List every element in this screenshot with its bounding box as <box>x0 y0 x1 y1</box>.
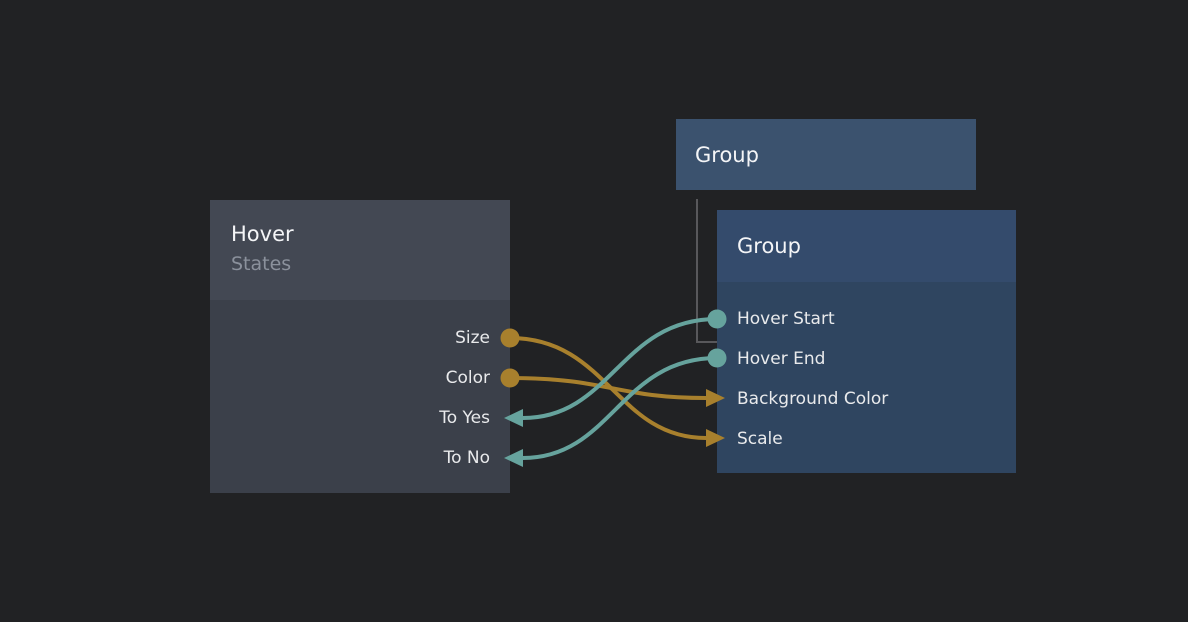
port-color-label: Color <box>445 368 490 388</box>
node-hover-subtitle: States <box>231 253 292 275</box>
node-hover[interactable]: Hover States Size Color To Yes To No <box>210 200 510 493</box>
port-background-color-label: Background Color <box>737 389 889 409</box>
port-hover-end-dot[interactable] <box>707 348 727 368</box>
port-hover-start[interactable]: Hover Start <box>717 299 1016 339</box>
node-group-main[interactable]: Group Hover Start Hover End Background C… <box>717 210 1016 473</box>
port-to-no-label: To No <box>443 448 490 468</box>
node-hover-title: Hover <box>231 222 294 246</box>
port-scale[interactable]: Scale <box>717 419 1016 459</box>
node-group-main-body: Hover Start Hover End Background Color S… <box>717 282 1016 473</box>
node-hover-body: Size Color To Yes To No <box>210 300 510 493</box>
port-background-color-arrow-icon[interactable] <box>706 389 725 407</box>
node-group-top-title: Group <box>695 142 759 167</box>
port-to-yes[interactable]: To Yes <box>210 398 510 438</box>
node-hover-header[interactable]: Hover States <box>210 200 510 300</box>
node-group-top[interactable]: Group <box>676 119 976 190</box>
port-hover-end[interactable]: Hover End <box>717 339 1016 379</box>
port-to-no-arrow-icon[interactable] <box>504 449 523 467</box>
port-size-dot[interactable] <box>500 328 520 348</box>
node-group-main-header[interactable]: Group <box>717 210 1016 282</box>
port-color-dot[interactable] <box>500 368 520 388</box>
port-scale-label: Scale <box>737 429 783 449</box>
port-color[interactable]: Color <box>210 358 510 398</box>
wire-hover-end-to-to-no[interactable] <box>522 356 718 460</box>
port-size-label: Size <box>455 328 490 348</box>
port-hover-end-label: Hover End <box>737 349 826 369</box>
hierarchy-link-line <box>696 199 717 343</box>
wire-hover-start-to-to-yes[interactable] <box>522 317 718 420</box>
port-size[interactable]: Size <box>210 318 510 358</box>
port-scale-arrow-icon[interactable] <box>706 429 725 447</box>
port-to-yes-label: To Yes <box>439 408 490 428</box>
port-to-yes-arrow-icon[interactable] <box>504 409 523 427</box>
port-hover-start-dot[interactable] <box>707 309 727 329</box>
wire-color-to-background-color[interactable] <box>509 376 707 400</box>
port-hover-start-label: Hover Start <box>737 309 835 329</box>
port-to-no[interactable]: To No <box>210 438 510 478</box>
node-group-main-title: Group <box>737 234 801 258</box>
port-background-color[interactable]: Background Color <box>717 379 1016 419</box>
